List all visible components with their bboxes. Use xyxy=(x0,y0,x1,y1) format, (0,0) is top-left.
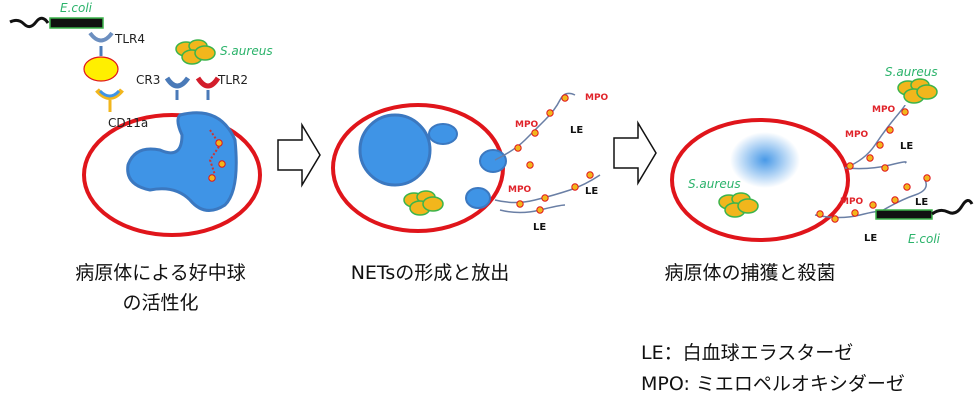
mpo-label: MPO xyxy=(840,197,864,207)
caption-step1-line2: の活性化 xyxy=(122,292,199,314)
legend-mpo: MPO: ミエロペルオキシダーゼ xyxy=(641,373,905,395)
panel-net-formation: MPO MPO MPO LE LE LE xyxy=(331,92,609,233)
arrow-1-icon xyxy=(277,122,321,188)
le-label: LE xyxy=(864,233,877,244)
ecoli-bacterium xyxy=(875,209,933,220)
chromatin xyxy=(208,129,222,176)
net-fiber xyxy=(494,174,601,204)
le-label: LE xyxy=(533,222,546,233)
le-label: LE xyxy=(570,125,583,136)
tlr2-receptor xyxy=(195,76,221,89)
arrow-2-icon xyxy=(613,120,657,186)
le-label: LE xyxy=(900,141,913,152)
caption-step1: 病原体による好中球 の活性化 xyxy=(58,258,263,318)
ligand xyxy=(83,56,119,82)
net-fiber xyxy=(499,204,566,214)
caption-step3: 病原体の捕獲と殺菌 xyxy=(664,262,836,284)
net-fiber xyxy=(844,104,906,169)
cr3-label: CR3 xyxy=(136,73,160,87)
tlr4-receptor xyxy=(88,31,114,43)
mpo-label: MPO xyxy=(845,130,869,140)
tlr4-label: TLR4 xyxy=(114,32,145,46)
le-label: LE xyxy=(585,186,598,197)
caption-step1-line1: 病原体による好中球 xyxy=(75,262,246,284)
caption-step2: NETsの形成と放出 xyxy=(350,262,510,284)
panel-activation: E.coli TLR4 S.aureus CR3 TLR2 CD11a xyxy=(9,1,273,237)
saureus-label: S.aureus xyxy=(688,177,741,191)
lobed-nucleus xyxy=(126,111,238,212)
legend-le: LE：白血球エラスターゼ xyxy=(641,342,854,364)
mpo-label: MPO xyxy=(508,185,532,195)
saureus-bacteria xyxy=(175,39,216,65)
ecoli-bacterium xyxy=(49,17,104,29)
le-label: LE xyxy=(915,197,928,208)
ecoli-flagellum xyxy=(931,199,974,216)
mpo-label: MPO xyxy=(515,120,539,130)
dissolved-nucleus xyxy=(730,132,800,188)
cd11a-label: CD11a xyxy=(108,116,148,130)
cr3-receptor xyxy=(164,76,191,89)
saureus-label: S.aureus xyxy=(885,65,938,79)
ecoli-label: E.coli xyxy=(908,232,941,246)
ecoli-label: E.coli xyxy=(60,1,93,15)
mpo-label: MPO xyxy=(872,105,896,115)
panel-capture-killing: S.aureus S.aureus MPO MPO MPO LE LE LE E… xyxy=(670,65,974,246)
tlr2-label: TLR2 xyxy=(217,73,248,87)
decondensed-nucleus xyxy=(358,113,432,187)
mpo-label: MPO xyxy=(585,93,609,103)
saureus-label: S.aureus xyxy=(220,44,273,58)
ecoli-flagellum xyxy=(9,16,50,29)
saureus-bacteria xyxy=(897,78,938,104)
